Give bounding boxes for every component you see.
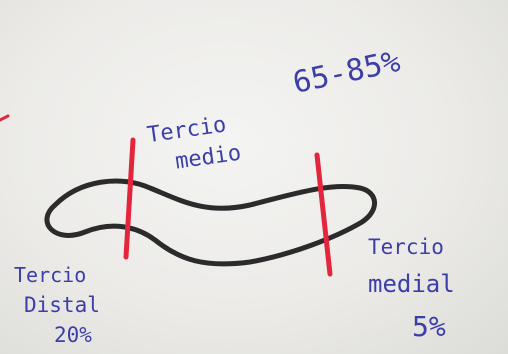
label-bottom-right-line3: 5% — [412, 310, 446, 343]
label-top-left-line1: Tercio — [146, 112, 228, 148]
red-line-left — [123, 137, 136, 260]
label-bottom-left-line3: 20% — [54, 323, 92, 347]
label-bottom-left-line1: Tercio — [14, 263, 86, 287]
label-bottom-left-line2: Distal — [24, 293, 100, 317]
label-top-right-percent: 65-85% — [290, 44, 403, 101]
label-bottom-right-line2: medial — [368, 270, 455, 298]
label-top-left-line2: medio — [174, 141, 243, 175]
label-bottom-right-line1: Tercio — [368, 235, 444, 259]
red-line-right — [314, 152, 333, 277]
bone-outline — [44, 178, 377, 267]
red-mark-left-edge — [0, 114, 10, 122]
